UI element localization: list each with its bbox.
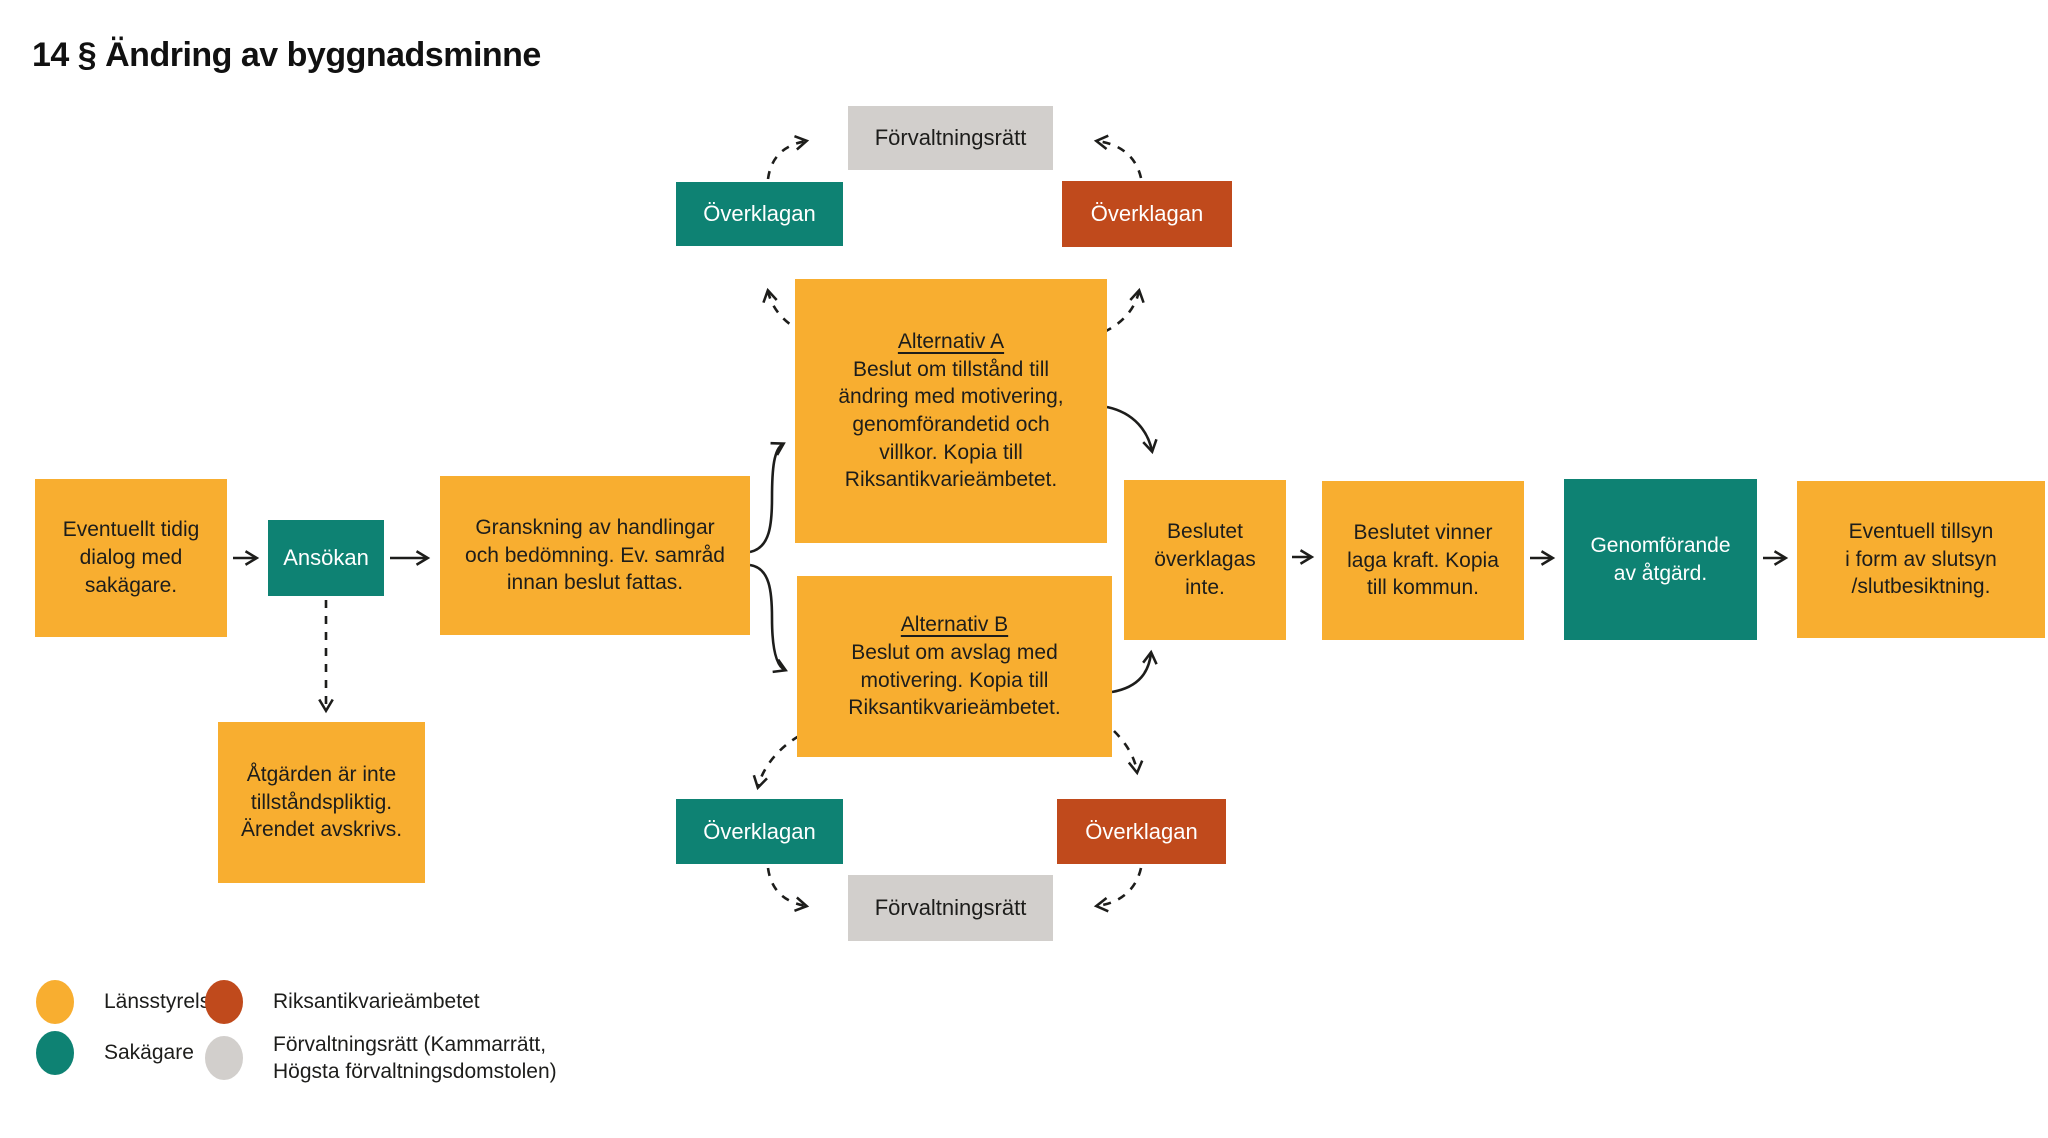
connector-alt-b-to-overklagan-bottom-right [1113,730,1144,776]
node-atgarden-avskrivs: Åtgärden är inte tillståndspliktig. Ären… [218,722,425,883]
connector-overklagan-top-left-to-forvaltningsratt [766,135,810,180]
node-forvaltningsratt-bottom: Förvaltningsrätt [848,875,1053,941]
legend-label: Förvaltningsrätt (Kammarrätt, Högsta för… [273,1033,557,1084]
connector-overklagan-top-right-to-forvaltningsratt [1093,134,1143,179]
legend-item-riksantikvarieambetet: Riksantikvarieämbetet [205,980,480,1024]
node-alternativ-b: Alternativ B Beslut om avslag med motive… [797,576,1112,757]
page-title: 14 § Ändring av byggnadsminne [32,36,541,74]
legend-dot-sakagare [36,1031,74,1075]
connector-alt-b-to-overklagan-bottom-left [752,734,800,791]
connector-granskning-to-alt-a [749,441,786,554]
connector-overklagan-bottom-right-to-forvaltningsratt [1093,867,1143,913]
node-ansokan: Ansökan [268,520,384,596]
alternativ-b-body: Beslut om avslag med motivering. Kopia t… [848,640,1061,720]
node-forvaltningsratt-top: Förvaltningsrätt [848,106,1053,170]
connector-overklagan-bottom-left-to-forvaltningsratt [766,867,810,912]
legend-label: Riksantikvarieämbetet [273,990,480,1014]
node-overklagan-bottom-right: Överklagan [1057,799,1226,864]
node-alternativ-a: Alternativ A Beslut om tillstånd till än… [795,279,1107,543]
node-overklagan-bottom-left: Överklagan [676,799,843,864]
node-tillsyn: Eventuell tillsyn i form av slutsyn /slu… [1797,481,2045,638]
legend-item-forvaltningsratt: Förvaltningsrätt (Kammarrätt, Högsta för… [205,1031,593,1086]
node-overklagan-top-right: Överklagan [1062,181,1232,247]
legend-dot-forvaltningsratt [205,1036,243,1081]
legend-dot-lansstyrelsen [36,980,74,1024]
alternativ-a-body: Beslut om tillstånd till ändring med mot… [838,357,1064,492]
node-genomforande: Genomförande av åtgärd. [1564,479,1757,640]
alternativ-a-heading: Alternativ A [897,329,1005,353]
node-early-dialog: Eventuellt tidig dialog med sakägare. [35,479,227,637]
node-granskning: Granskning av handlingar och bedömning. … [440,476,750,635]
connector-alt-a-to-beslutet [1106,405,1158,455]
alternativ-b-heading: Alternativ B [900,613,1009,637]
legend-item-lansstyrelsen: Länsstyrelsen [36,980,234,1024]
node-beslutet-overklagas-inte: Beslutet överklagas inte. [1124,480,1286,640]
legend-dot-riksantikvarieambetet [205,980,243,1024]
legend-label: Länsstyrelsen [104,990,234,1014]
node-laga-kraft: Beslutet vinner laga kraft. Kopia till k… [1322,481,1524,640]
connector-granskning-to-alt-b [749,563,788,674]
node-overklagan-top-left: Överklagan [676,182,843,246]
connector-alt-a-to-overklagan-top-right [1103,287,1145,334]
connector-alt-b-to-beslutet [1111,649,1158,694]
legend-label: Sakägare [104,1041,194,1065]
legend-item-sakagare: Sakägare [36,1031,194,1075]
